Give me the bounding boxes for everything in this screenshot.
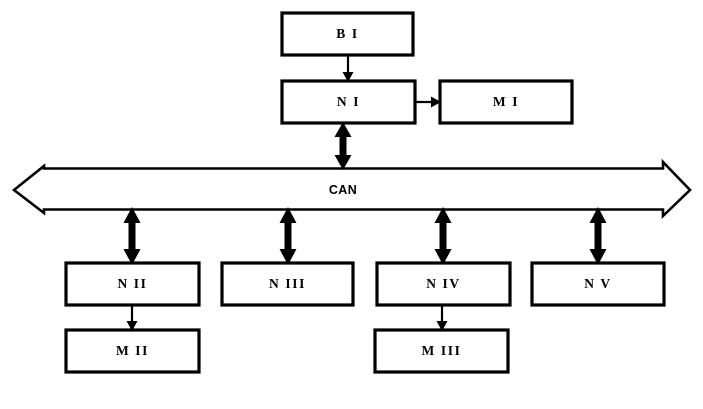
connector-ni-can <box>334 122 352 170</box>
node-rect <box>530 261 666 307</box>
connector-bi-ni <box>342 55 354 82</box>
node-box-mii[interactable]: M II <box>64 328 201 374</box>
node-label: B I <box>336 26 358 41</box>
node-box-niv[interactable]: N IV <box>375 261 512 307</box>
node-box-nii[interactable]: N II <box>64 261 201 307</box>
connector-niv-miii <box>436 305 448 331</box>
node-rect <box>280 79 417 125</box>
arrow-head-icon <box>126 321 138 331</box>
double-arrow-icon <box>434 207 452 265</box>
connector-can-niii <box>279 207 297 265</box>
double-arrow-icon <box>123 207 141 265</box>
connector-can-nv <box>589 207 607 265</box>
node-label: N I <box>337 94 360 109</box>
node-box-niii[interactable]: N III <box>220 261 355 307</box>
arrow-head-icon <box>431 96 441 108</box>
connector-nii-mii <box>126 305 138 331</box>
node-label: N II <box>117 276 147 291</box>
node-box-miii[interactable]: M III <box>373 328 510 374</box>
arrow-head-icon <box>342 72 354 82</box>
can-bus-label: CAN <box>329 183 357 197</box>
node-label: N IV <box>426 276 461 291</box>
node-rect <box>220 261 355 307</box>
double-arrow-icon <box>279 207 297 265</box>
node-label: M I <box>493 94 519 109</box>
node-rect <box>64 328 201 374</box>
node-box-mi[interactable]: M I <box>438 79 574 125</box>
node-label: M III <box>422 343 462 358</box>
connector-can-nii <box>123 207 141 265</box>
double-arrow-icon <box>589 207 607 265</box>
can-bus: CAN <box>11 158 692 220</box>
can-bus-shape <box>11 158 692 220</box>
node-rect <box>438 79 574 125</box>
double-arrow-icon <box>334 122 352 170</box>
connector-can-niv <box>434 207 452 265</box>
node-rect <box>64 261 201 307</box>
node-rect <box>375 261 512 307</box>
node-box-bi[interactable]: B I <box>280 11 415 57</box>
arrow-head-icon <box>436 321 448 331</box>
node-label: M II <box>116 343 149 358</box>
node-label: N III <box>269 276 306 291</box>
node-box-nv[interactable]: N V <box>530 261 666 307</box>
node-box-ni[interactable]: N I <box>280 79 417 125</box>
node-rect <box>373 328 510 374</box>
node-rect <box>280 11 415 57</box>
connector-ni-mi <box>415 96 441 108</box>
node-label: N V <box>584 276 611 291</box>
